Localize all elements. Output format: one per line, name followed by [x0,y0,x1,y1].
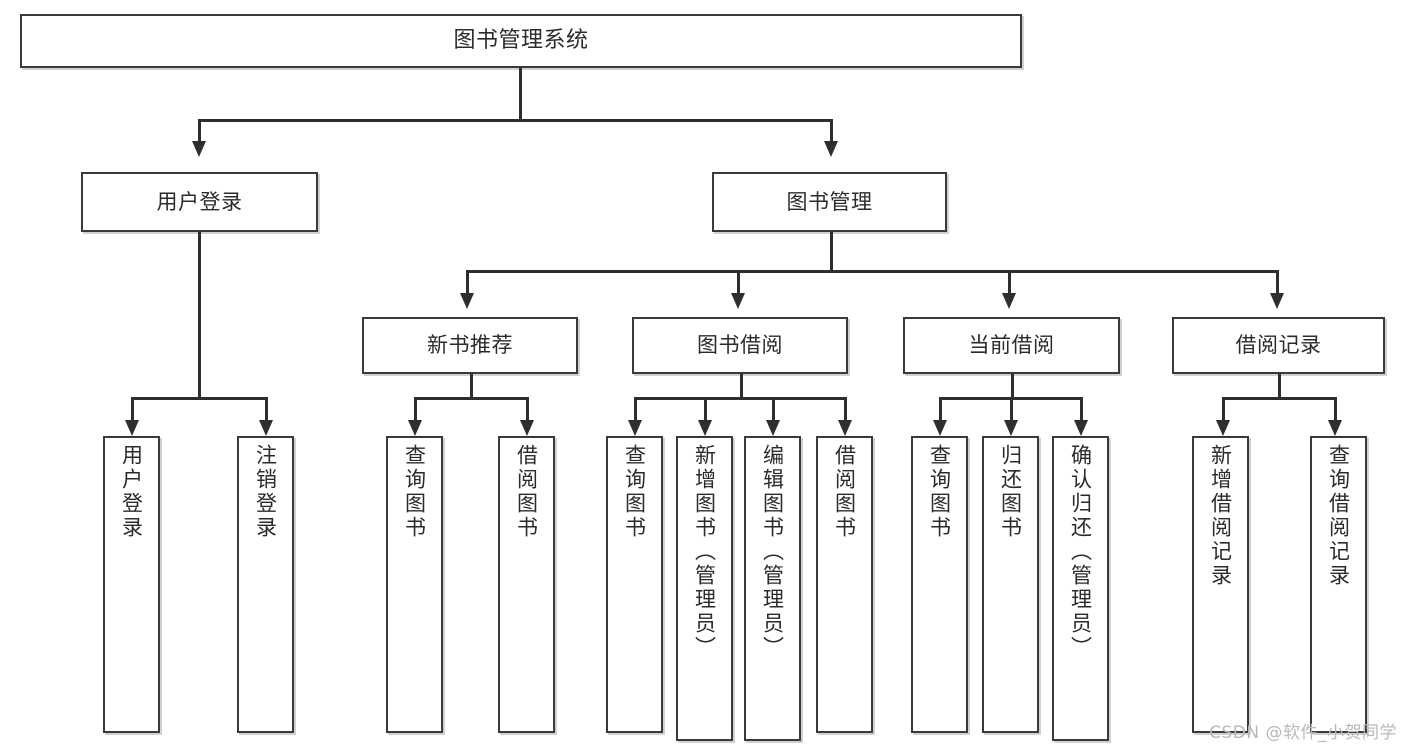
node-label: 查询图书 [927,444,952,540]
arrow-to-book-manage [824,141,838,157]
edge-bb-bus [634,397,846,400]
node-label: 用户登录 [119,444,144,540]
node-leaf-add-borrow-record[interactable]: 新增借阅记录 [1192,436,1249,733]
edge-cb-stem [1011,374,1014,398]
node-new-book-recommend[interactable]: 新书推荐 [362,317,578,374]
arrow-to-book-borrow [731,293,745,309]
node-label: 新书推荐 [427,333,513,358]
edge-bb-drop-1 [634,397,637,420]
edge-bm-drop-4 [1276,270,1279,293]
node-leaf-user-login[interactable]: 用户登录 [103,436,160,733]
edge-cb-drop-1 [939,397,942,420]
node-leaf-query-book-2[interactable]: 查询图书 [606,436,663,733]
arrow-to-leaf-borrow-book-2 [838,420,852,436]
arrow-to-leaf-edit-book-admin [766,420,780,436]
edge-bb-drop-2 [704,397,707,420]
edge-nbr-stem [470,374,473,398]
node-label: 新增借阅记录 [1208,444,1233,588]
node-label: 新增图书（管理员） [692,444,717,660]
edge-br-drop-2 [1334,397,1337,420]
arrow-to-leaf-return-book [1004,420,1018,436]
node-label: 图书管理系统 [453,27,589,53]
node-label: 查询图书 [622,444,647,540]
edge-nbr-bus [414,397,528,400]
node-leaf-borrow-book-2[interactable]: 借阅图书 [816,436,873,733]
node-leaf-query-book-1[interactable]: 查询图书 [386,436,443,733]
node-leaf-query-borrow-record[interactable]: 查询借阅记录 [1310,436,1367,733]
arrow-to-leaf-add-book-admin [698,420,712,436]
arrow-to-leaf-query-book-1 [408,420,422,436]
edge-bb-drop-3 [772,397,775,420]
node-label: 借阅记录 [1235,333,1322,358]
edge-user-login-bus [131,397,267,400]
node-leaf-query-book-3[interactable]: 查询图书 [911,436,968,733]
arrow-to-leaf-query-book-2 [628,420,642,436]
node-leaf-add-book-admin[interactable]: 新增图书（管理员） [676,436,733,741]
edge-bm-drop-2 [737,270,740,293]
arrow-to-leaf-add-borrow-record [1216,420,1230,436]
node-borrow-record[interactable]: 借阅记录 [1172,317,1385,374]
arrow-to-leaf-confirm-return-admin [1074,420,1088,436]
node-root-system[interactable]: 图书管理系统 [20,14,1022,68]
node-book-borrow[interactable]: 图书借阅 [632,317,848,374]
node-label: 编辑图书（管理员） [760,444,785,660]
edge-root-drop-right [830,119,833,141]
edge-root-drop-left [198,119,201,141]
node-label: 查询借阅记录 [1326,444,1351,588]
edge-cb-drop-3 [1080,397,1083,420]
edge-nbr-drop-2 [526,397,529,420]
edge-book-manage-stem [830,232,833,271]
node-leaf-edit-book-admin[interactable]: 编辑图书（管理员） [744,436,801,741]
node-user-login[interactable]: 用户登录 [81,172,318,232]
node-label: 图书管理 [786,189,873,214]
arrow-to-leaf-borrow-book-1 [520,420,534,436]
edge-br-bus [1222,397,1336,400]
node-leaf-logout-login[interactable]: 注销登录 [237,436,294,733]
node-label: 图书借阅 [697,333,783,358]
node-label: 确认归还（管理员） [1068,444,1093,660]
edge-cb-drop-2 [1010,397,1013,420]
edge-bm-drop-1 [466,270,469,293]
edge-br-stem [1278,374,1281,398]
edge-bm-drop-3 [1008,270,1011,293]
arrow-to-new-book-recommend [460,293,474,309]
edge-book-manage-bus [466,270,1278,273]
edge-nbr-drop-1 [414,397,417,420]
node-label: 借阅图书 [832,444,857,540]
node-label: 借阅图书 [514,444,539,540]
node-label: 归还图书 [998,444,1023,540]
edge-user-login-drop-1 [131,397,134,420]
node-leaf-confirm-return-admin[interactable]: 确认归还（管理员） [1052,436,1109,741]
edge-root-stem [519,68,522,120]
edge-bb-drop-4 [844,397,847,420]
node-leaf-borrow-book-1[interactable]: 借阅图书 [498,436,555,733]
edge-user-login-drop-2 [265,397,268,420]
edge-user-login-stem [198,232,201,398]
node-book-manage[interactable]: 图书管理 [712,172,947,232]
node-label: 查询图书 [402,444,427,540]
node-label: 用户登录 [156,189,243,214]
arrow-to-leaf-query-book-3 [933,420,947,436]
arrow-to-leaf-logout-login [259,420,273,436]
arrow-to-leaf-user-login [125,420,139,436]
node-current-borrow[interactable]: 当前借阅 [903,317,1120,374]
arrow-to-current-borrow [1002,293,1016,309]
arrow-to-leaf-query-borrow-record [1328,420,1342,436]
node-label: 注销登录 [253,444,278,540]
edge-br-drop-1 [1222,397,1225,420]
arrow-to-user-login [192,141,206,157]
arrow-to-borrow-record [1270,293,1284,309]
node-label: 当前借阅 [968,333,1055,358]
node-leaf-return-book[interactable]: 归还图书 [982,436,1039,733]
edge-root-bus [198,119,832,122]
edge-bb-stem [740,374,743,398]
